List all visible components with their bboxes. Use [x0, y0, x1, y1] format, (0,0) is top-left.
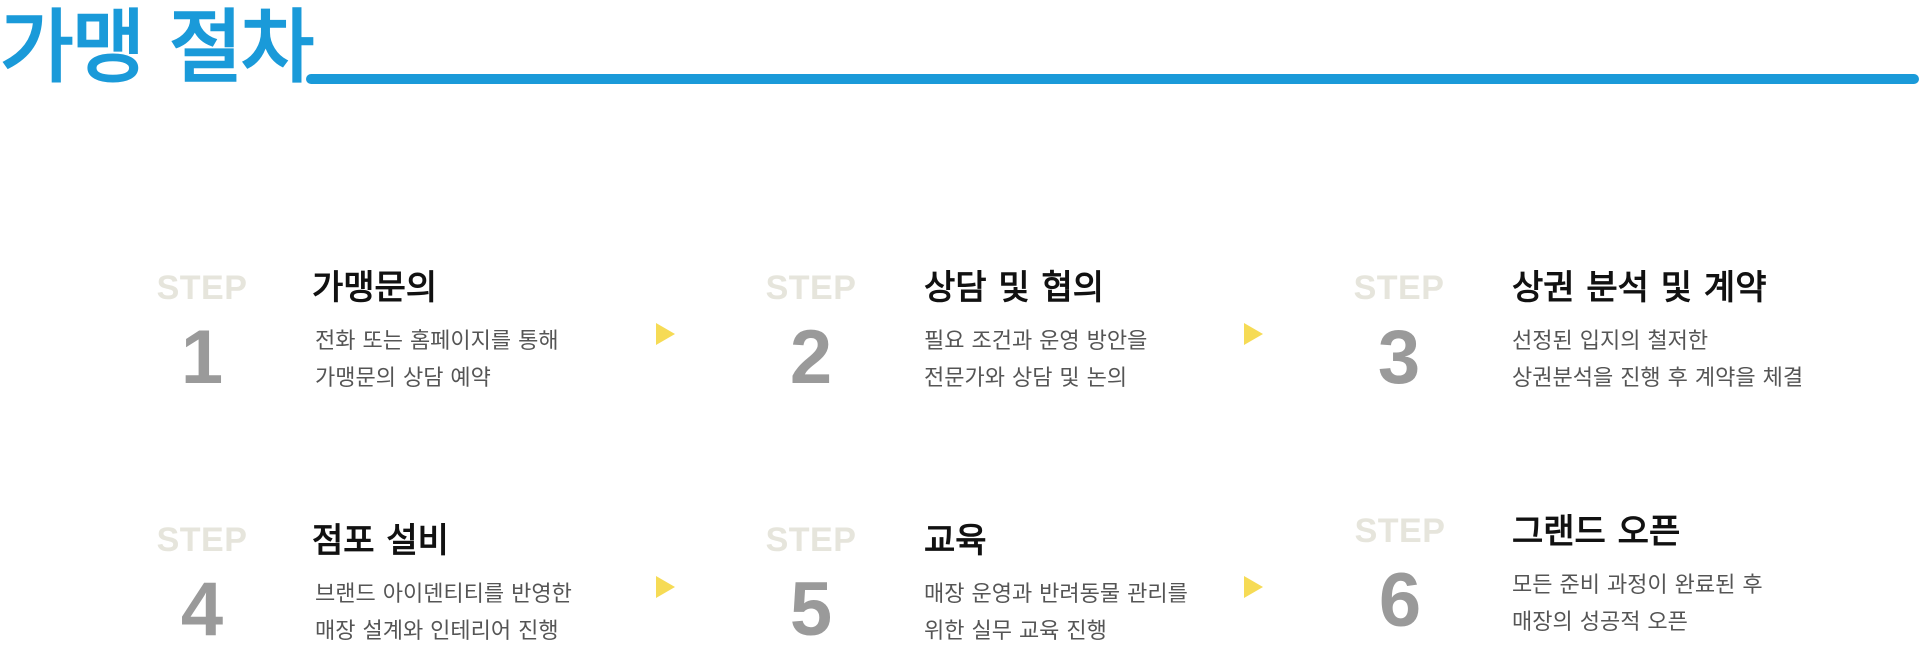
step-6-title: 그랜드 오픈	[1512, 512, 1681, 552]
step-3-description-line-2: 상권분석을 진행 후 계약을 체결	[1512, 366, 1804, 391]
step-5-description-line-2: 위한 실무 교육 진행	[924, 619, 1107, 644]
step-5-description-line-1: 매장 운영과 반려동물 관리를	[924, 582, 1188, 607]
step-3-description: 선정된 입지의 철저한 상권분석을 진행 후 계약을 체결	[1512, 323, 1803, 397]
step-3-label: STEP	[1353, 269, 1445, 307]
step-4-description-line-2: 매장 설계와 인테리어 진행	[315, 619, 559, 644]
arrow-right-icon	[656, 323, 675, 345]
step-1-description: 전화 또는 홈페이지를 통해 가맹문의 상담 예약	[315, 323, 559, 397]
step-2-description: 필요 조건과 운영 방안을 전문가와 상담 및 논의	[924, 323, 1147, 397]
step-3-description-line-1: 선정된 입지의 철저한	[1512, 329, 1709, 354]
step-3-title: 상권 분석 및 계약	[1512, 268, 1767, 308]
step-2-title: 상담 및 협의	[924, 268, 1105, 308]
step-5-title: 교육	[924, 521, 987, 561]
step-1-description-line-2: 가맹문의 상담 예약	[315, 366, 491, 391]
page-title: 가맹 절차	[0, 1, 314, 94]
step-1-description-line-1: 전화 또는 홈페이지를 통해	[315, 329, 559, 354]
arrow-right-icon	[1244, 576, 1263, 598]
step-5-label: STEP	[765, 521, 857, 559]
step-4-description-line-1: 브랜드 아이덴티티를 반영한	[315, 582, 572, 607]
step-6-description-line-1: 모든 준비 과정이 완료된 후	[1512, 573, 1763, 598]
step-6-label: STEP	[1354, 512, 1446, 550]
step-4-description: 브랜드 아이덴티티를 반영한 매장 설계와 인테리어 진행	[315, 576, 572, 650]
step-5-description: 매장 운영과 반려동물 관리를 위한 실무 교육 진행	[924, 576, 1188, 650]
step-2-description-line-1: 필요 조건과 운영 방안을	[924, 329, 1148, 354]
arrow-right-icon	[656, 576, 675, 598]
step-3-number: 3	[1377, 315, 1421, 400]
step-6-description-line-2: 매장의 성공적 오픈	[1512, 610, 1688, 635]
step-2-number: 2	[789, 315, 833, 400]
arrow-right-icon	[1244, 323, 1263, 345]
step-6-number: 6	[1378, 558, 1422, 643]
step-1-number: 1	[180, 315, 224, 400]
step-4-number: 4	[180, 567, 224, 652]
step-2-description-line-2: 전문가와 상담 및 논의	[924, 366, 1128, 391]
step-2-label: STEP	[765, 269, 857, 307]
step-4-title: 점포 설비	[312, 521, 449, 561]
step-5-number: 5	[789, 567, 833, 652]
step-1-title: 가맹문의	[312, 268, 438, 308]
step-1-label: STEP	[156, 269, 248, 307]
title-underline	[306, 74, 1919, 84]
step-6-description: 모든 준비 과정이 완료된 후 매장의 성공적 오픈	[1512, 567, 1763, 641]
step-4-label: STEP	[156, 521, 248, 559]
